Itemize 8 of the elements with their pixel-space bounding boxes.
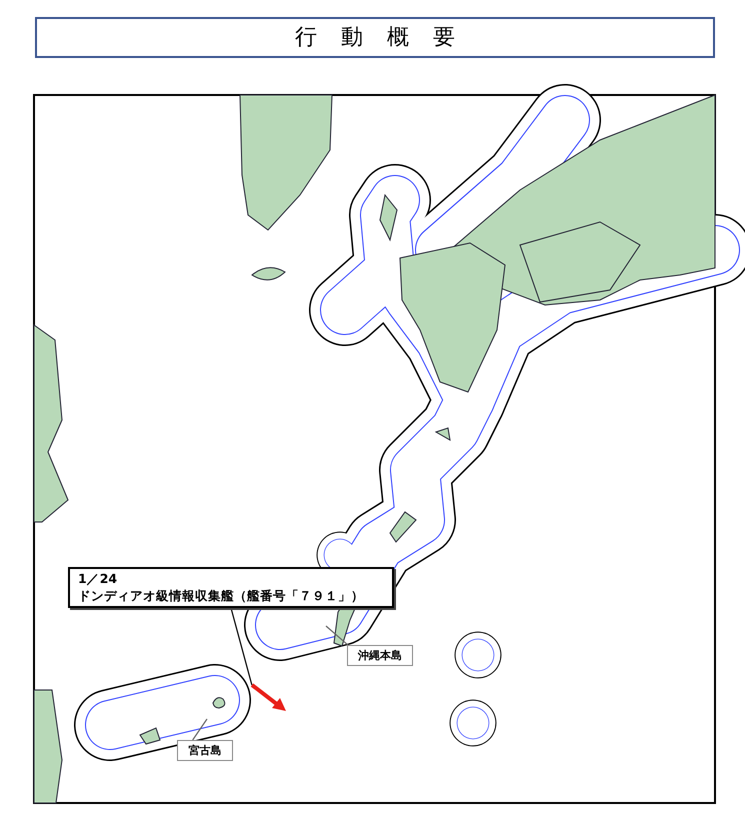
callout-box: 1／24 ドンディアオ級情報収集艦（艦番号「７９１」） <box>68 567 394 608</box>
leader-line <box>326 626 351 648</box>
leader-line <box>192 718 208 740</box>
place-label: 宮古島 <box>177 740 233 761</box>
place-label: 沖縄本島 <box>347 645 413 666</box>
ship-track-arrow <box>250 683 288 713</box>
title-bar: 行動概要 <box>35 17 715 58</box>
leader-line <box>230 608 252 686</box>
